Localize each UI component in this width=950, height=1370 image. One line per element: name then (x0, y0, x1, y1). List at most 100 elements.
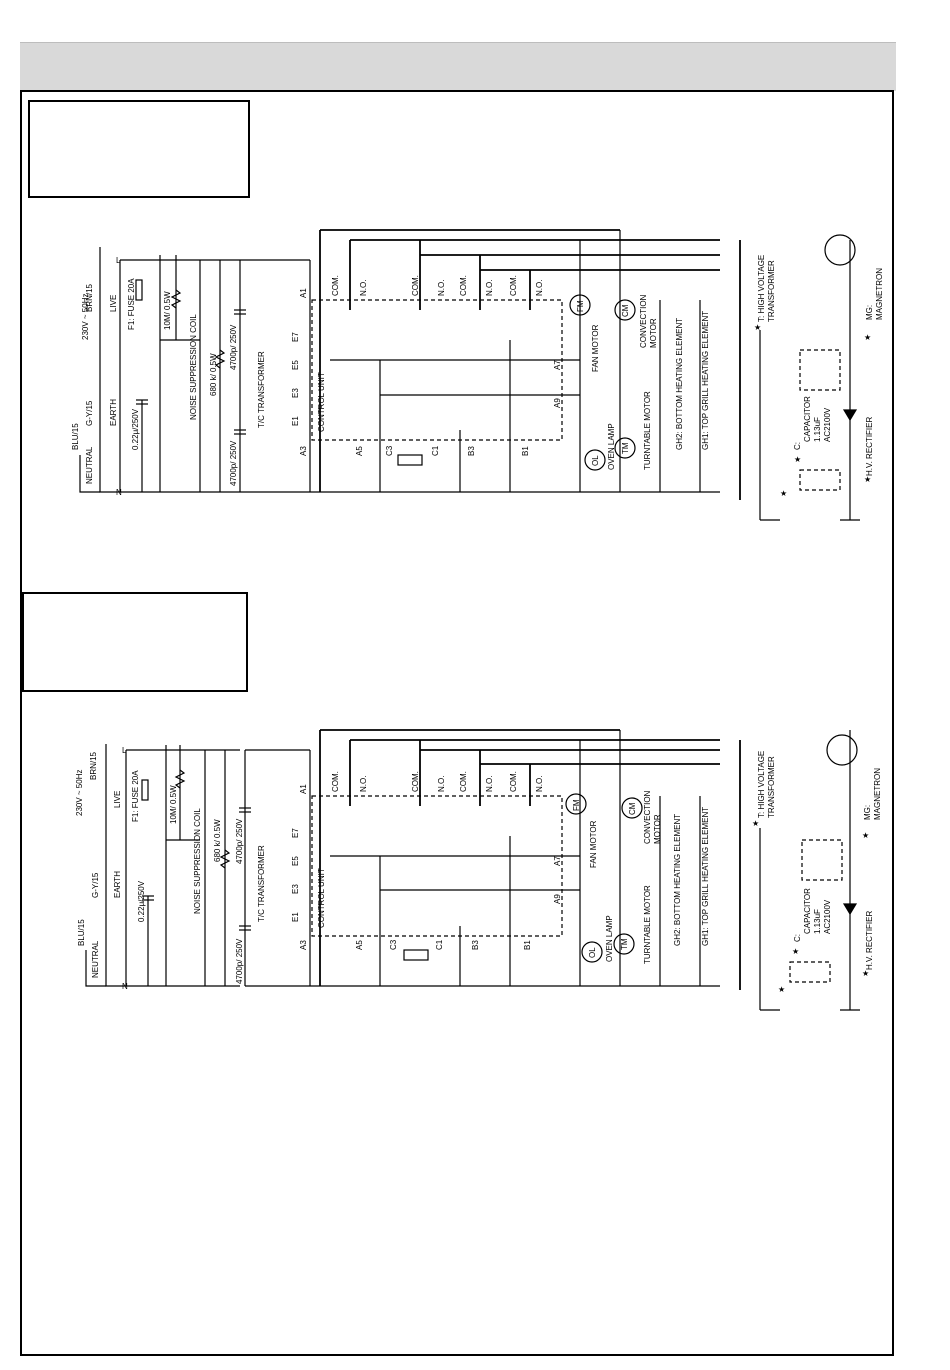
e5-label: E5 (291, 360, 300, 370)
c3-label: C3 (385, 445, 394, 456)
conv1-label-2: CONVECTION (643, 790, 652, 844)
lamp-label: OVEN LAMP (607, 423, 616, 470)
com-label-2: COM. (411, 275, 420, 296)
e3-label-2: E3 (291, 884, 300, 894)
e1-label: E1 (291, 416, 300, 426)
earth-label-2: EARTH (113, 871, 122, 898)
fuse-label: F1: FUSE 20A (127, 278, 136, 330)
star-mg: ★ (864, 333, 871, 342)
star-cap: ★ (794, 455, 801, 464)
com-label-7: COM. (459, 771, 468, 792)
cap022-label-2: 0.22μ/250V (137, 880, 146, 922)
conv2-label: MOTOR (649, 318, 658, 348)
capc1-label-2: C: (793, 934, 802, 942)
a7-label: A7 (553, 360, 562, 370)
ol-label: OL (591, 455, 600, 466)
b3-label: B3 (467, 446, 476, 456)
e1-label-2: E1 (291, 912, 300, 922)
neutral-label: NEUTRAL (85, 446, 94, 484)
a1-label-2: A1 (299, 784, 308, 794)
cm-label-2: CM (628, 802, 637, 815)
hvt2-label: TRANSFORMER (767, 260, 776, 322)
com-label-1: COM. (331, 275, 340, 296)
ol-label-2: OL (588, 947, 597, 958)
gy-label-2: G-Y/15 (91, 872, 100, 898)
fan-label-2: FAN MOTOR (589, 820, 598, 868)
gh2-label-2: GH2: BOTTOM HEATING ELEMENT (673, 814, 682, 946)
turntable-label: TURNTABLE MOTOR (643, 391, 652, 470)
mg2-label: MAGNETRON (875, 268, 884, 320)
cm-label: CM (621, 304, 630, 317)
no-label-8: N.O. (535, 776, 544, 792)
wiring-diagram-lower: 230V ~ 50Hz BRN/15 LIVE EARTH G-Y/15 BLU… (75, 729, 882, 1011)
supply-label: 230V ~ 50Hz (81, 294, 90, 340)
cap4700b-label: 4700p/ 250V (229, 440, 238, 486)
blu-label: BLU/15 (71, 423, 80, 450)
no-label-6: N.O. (437, 776, 446, 792)
tm-label: TM (621, 442, 630, 454)
c1-label-2: C1 (435, 939, 444, 950)
res10m-label: 10M/ 0.5W (163, 291, 172, 330)
e5-label-2: E5 (291, 856, 300, 866)
cap4700b-label-2: 4700p/ 250V (235, 938, 244, 984)
l-terminal-2: L (122, 746, 127, 755)
nsc-label-2: NOISE SUPPRESSION COIL (193, 808, 202, 914)
control-label: CONTROL UNIT (317, 372, 326, 432)
fm-label: FM (576, 300, 585, 312)
a1-label: A1 (299, 288, 308, 298)
neutral-label-2: NEUTRAL (91, 940, 100, 978)
hvt2-label-2: TRANSFORMER (767, 756, 776, 818)
star-rect-2: ★ (862, 969, 869, 978)
cap4700a-label: 4700p/ 250V (229, 324, 238, 370)
com-label-8: COM. (509, 771, 518, 792)
capc3-label: 1.13uF (813, 417, 822, 442)
star-cap-2: ★ (792, 947, 799, 956)
no-label-4: N.O. (535, 280, 544, 296)
tc-label-2: T/C TRANSFORMER (257, 845, 266, 922)
rect-label: H.V. RECTIFIER (865, 417, 874, 476)
fm-label-2: FM (572, 799, 581, 811)
star-bottom: ★ (780, 489, 787, 498)
capc3-label-2: 1.13uF (813, 909, 822, 934)
blu-label-2: BLU/15 (77, 919, 86, 946)
mg1-label: MG: (865, 305, 874, 320)
hvt1-label-2: T: HIGH VOLTAGE (757, 751, 766, 818)
com-label-6: COM. (411, 771, 420, 792)
res680-label-2: 680 k/ 0.5W (213, 819, 222, 862)
capc2-label-2: CAPACITOR (803, 888, 812, 934)
a7-label-2: A7 (553, 856, 562, 866)
n-terminal: N (116, 488, 122, 497)
res10m-label-2: 10M/ 0.5W (169, 785, 178, 824)
star-hvt: ★ (754, 323, 761, 332)
fan-label: FAN MOTOR (591, 324, 600, 372)
capc4-label: AC2100V (823, 407, 832, 442)
mg1-label-2: MG: (863, 805, 872, 820)
brn-label-2: BRN/15 (89, 751, 98, 780)
a5-label: A5 (355, 446, 364, 456)
com-label-3: COM. (459, 275, 468, 296)
earth-label: EARTH (109, 399, 118, 426)
gh1-label-2: GH1: TOP GRILL HEATING ELEMENT (701, 807, 710, 946)
nsc-label: NOISE SUPPRESSION COIL (189, 314, 198, 420)
capc1-label: C: (793, 442, 802, 450)
a5-label-2: A5 (355, 940, 364, 950)
page-frame (20, 90, 894, 1356)
l-terminal: L (116, 256, 121, 265)
e7-label: E7 (291, 332, 300, 342)
tc-label: T/C TRANSFORMER (257, 351, 266, 428)
wiring-diagram-upper: 230V ~ 50Hz BRN/15 LIVE EARTH G-Y/15 BLU… (71, 229, 884, 521)
star-hvt-2: ★ (752, 819, 759, 828)
c1-label: C1 (431, 445, 440, 456)
no-label-2: N.O. (437, 280, 446, 296)
header-band (20, 42, 896, 91)
a9-label-2: A9 (553, 894, 562, 904)
tm-label-2: TM (620, 938, 629, 950)
e3-label: E3 (291, 388, 300, 398)
gy-label: G-Y/15 (85, 400, 94, 426)
fuse-label-2: F1: FUSE 20A (131, 770, 140, 822)
gh1-label: GH1: TOP GRILL HEATING ELEMENT (701, 311, 710, 450)
res680-label: 680 k/ 0.5W (209, 353, 218, 396)
no-label-5: N.O. (359, 776, 368, 792)
lower-label-box (22, 592, 248, 692)
rect-label-2: H.V. RECTIFIER (865, 911, 874, 970)
